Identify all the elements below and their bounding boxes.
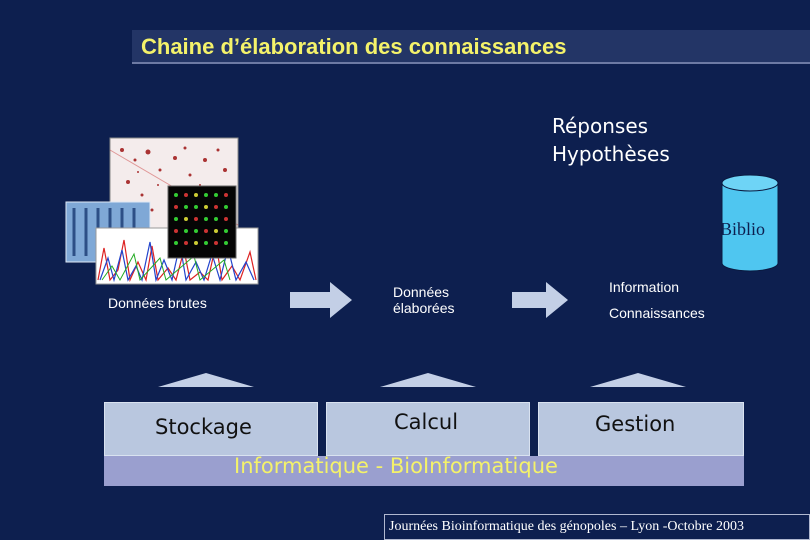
stage-raw-data: Données brutes [108, 295, 207, 311]
microarray-image [167, 185, 237, 259]
stage-knowledge: Connaissances [609, 305, 705, 321]
arrow-right-icon [512, 282, 568, 318]
title-bar [132, 30, 810, 64]
stage-elaborated-line-2: élaborées [393, 300, 455, 316]
pillar-management-label: Gestion [595, 412, 676, 436]
slide-title: Chaine d’élaboration des connaissances [141, 34, 567, 59]
arrow-right-icon [290, 282, 352, 318]
pillar-storage: Stockage [104, 402, 318, 456]
arrow-up-icon [380, 373, 476, 387]
pillar-compute: Calcul [326, 402, 530, 456]
pillar-compute-label: Calcul [394, 410, 459, 434]
chromatogram-green-icon [101, 252, 231, 282]
foundation-label: Informatique - BioInformatique [234, 454, 558, 478]
foundation-band [104, 456, 744, 486]
database-label: Biblio [720, 219, 766, 239]
raw-data-images [65, 137, 259, 285]
stage-information: Information [609, 279, 680, 295]
chromatogram-blue-icon [99, 241, 255, 283]
pillar-management: Gestion [538, 402, 744, 456]
stage-elaborated-line-1: Données [393, 284, 450, 300]
arrow-up-icon [158, 373, 254, 387]
database-cylinder-icon [721, 174, 779, 272]
pillar-storage-label: Stockage [155, 415, 252, 439]
results-line-2: Hypothèses [552, 142, 670, 166]
arrow-up-icon [590, 373, 686, 387]
results-line-1: Réponses [552, 114, 649, 138]
footer-text: Journées Bioinformatique des génopoles –… [389, 519, 744, 534]
microarray-spots-icon [174, 193, 228, 245]
